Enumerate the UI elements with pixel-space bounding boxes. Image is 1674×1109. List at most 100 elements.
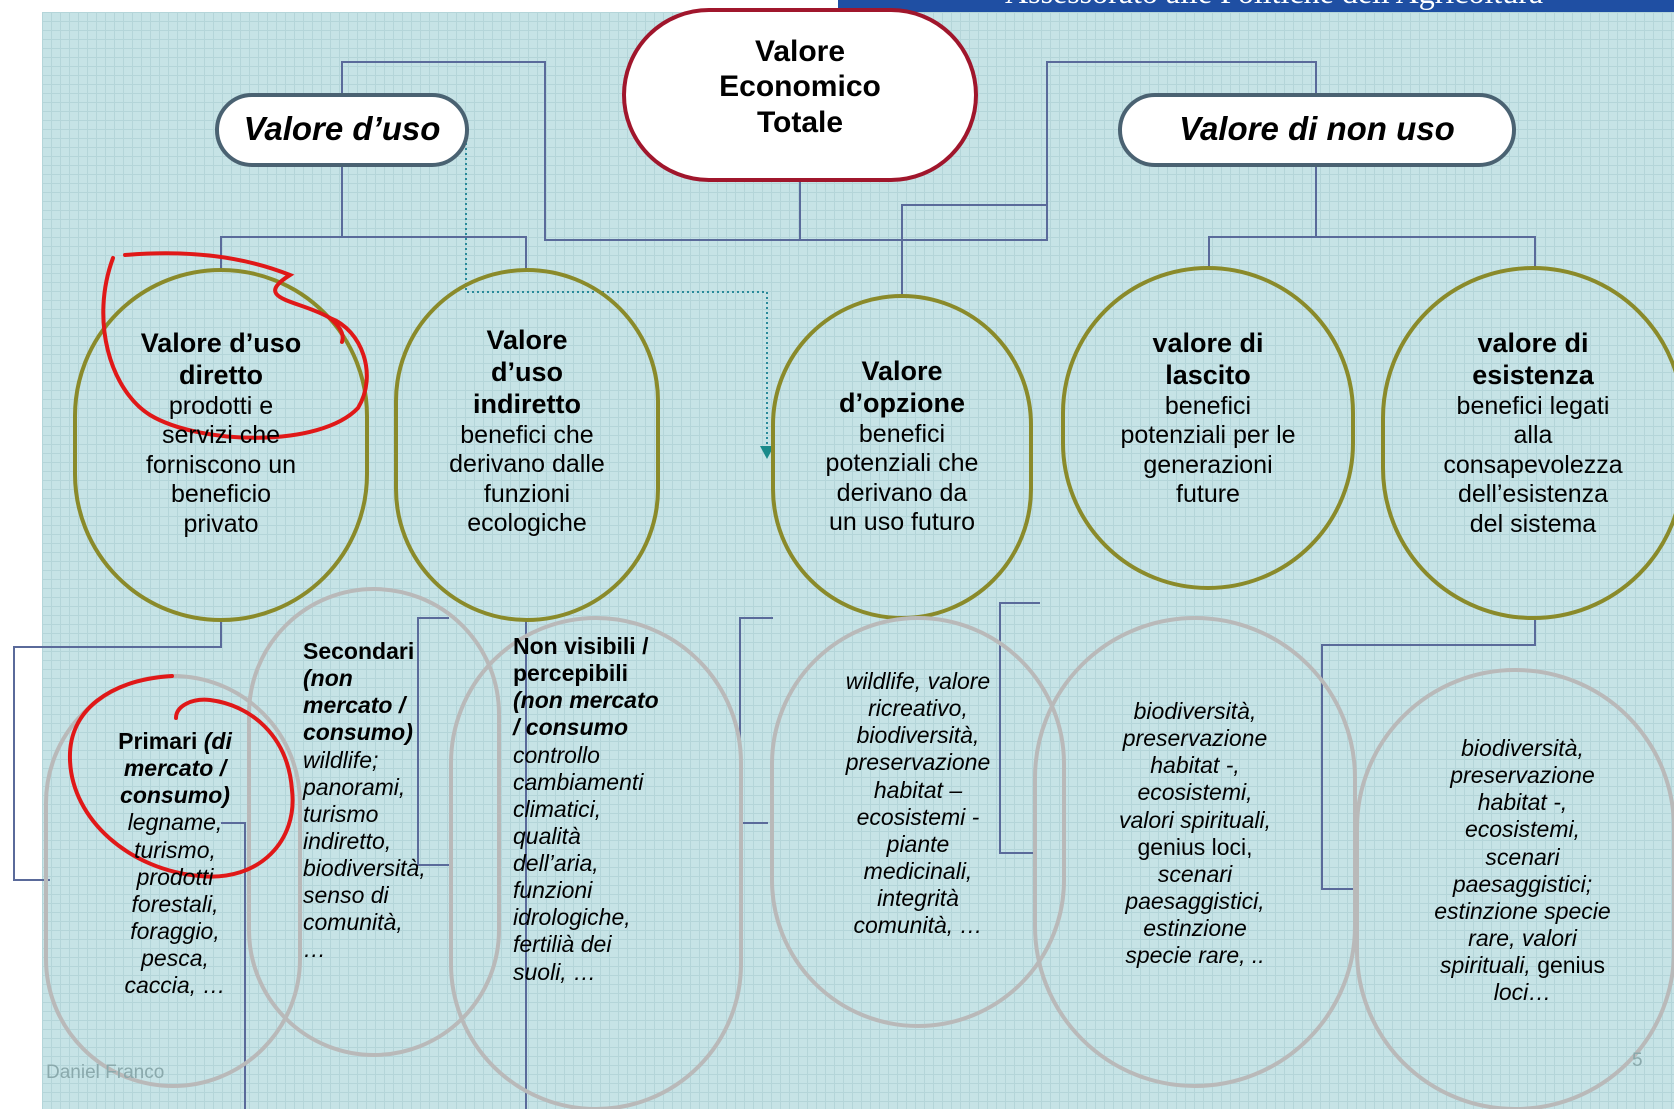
dotted-connector bbox=[465, 128, 768, 452]
page-number: 5 bbox=[1632, 1050, 1643, 1071]
bequest-value-node bbox=[1061, 266, 1355, 590]
secondari-title-4: consumo) bbox=[303, 719, 413, 746]
bequest-ex-line-2: preservazione bbox=[1122, 725, 1268, 752]
secondari-line-8: … bbox=[303, 936, 326, 963]
option-ex-line-10: comunità, … bbox=[853, 912, 983, 939]
connector-existence-ex bbox=[1321, 620, 1536, 890]
option-ex-line-5: habitat – bbox=[873, 776, 963, 803]
existence-value-node bbox=[1381, 266, 1674, 620]
nonvisibili-title-4: / consumo bbox=[513, 714, 629, 741]
option-examples-text: wildlife, valore ricreativo, biodiversit… bbox=[820, 668, 1016, 939]
direct-desc-4: beneficio bbox=[170, 480, 272, 509]
nonvisibili-title-3: (non mercato bbox=[513, 687, 659, 714]
bequest-desc-1: benefici bbox=[1164, 391, 1252, 420]
bequest-ex-line-10: specie rare, .. bbox=[1125, 942, 1265, 969]
bequest-ex-line-6: genius loci, bbox=[1137, 833, 1253, 860]
connector-primari-line bbox=[221, 822, 246, 1109]
bequest-title-2: lascito bbox=[1165, 359, 1251, 390]
secondari-line-1: wildlife; bbox=[303, 746, 379, 773]
option-desc-3: derivano da bbox=[836, 478, 968, 507]
existence-ex-line-2: preservazione bbox=[1450, 762, 1595, 789]
existence-examples-text: biodiversità, preservazione habitat -, e… bbox=[1410, 735, 1635, 1006]
option-desc-1: benefici bbox=[858, 419, 946, 448]
existence-desc-2: alla bbox=[1513, 421, 1553, 450]
nonvisibili-line-3: climatici, bbox=[513, 795, 602, 822]
bequest-ex-line-4: ecosistemi, bbox=[1137, 779, 1253, 806]
secondari-node bbox=[247, 587, 501, 1057]
option-title-2: d’opzione bbox=[839, 387, 965, 418]
connector-option-ex bbox=[739, 617, 773, 824]
direct-title-2: diretto bbox=[179, 359, 263, 390]
category-nonuse-label: Valore di non uso bbox=[1179, 110, 1455, 147]
bequest-desc-4: future bbox=[1176, 480, 1240, 509]
direct-use-node bbox=[73, 268, 369, 622]
secondari-title-1: Secondari bbox=[303, 638, 415, 664]
connector-root-nonuse bbox=[800, 61, 1317, 241]
root-label: Valore Economico Totale bbox=[650, 34, 950, 140]
annotation-tick-direct bbox=[328, 316, 345, 344]
secondari-line-7: comunità, bbox=[303, 909, 403, 936]
category-use-node bbox=[215, 93, 469, 167]
nonvisibili-line-7: idrologiche, bbox=[513, 904, 631, 931]
primari-line-5: foraggio, bbox=[130, 917, 220, 944]
existence-ex-line-6: paesaggistici; bbox=[1452, 870, 1593, 897]
indirect-title-1: Valore bbox=[486, 325, 568, 355]
category-nonuse-node bbox=[1118, 93, 1516, 167]
existence-title-2: esistenza bbox=[1472, 359, 1594, 390]
bequest-value-text: valore di lascito benefici potenziali pe… bbox=[1063, 328, 1353, 510]
nonvisibili-line-8: fertilià dei bbox=[513, 931, 612, 958]
annotation-circle-direct bbox=[101, 251, 369, 440]
secondari-line-5: biodiversità, bbox=[303, 855, 426, 881]
bequest-title-1: valore di bbox=[1152, 328, 1264, 358]
bequest-ex-line-3: habitat -, bbox=[1150, 752, 1240, 779]
header-title: Assessorato alle Politiche dell'Agricolt… bbox=[1005, 0, 1674, 10]
secondari-line-6: senso di bbox=[303, 882, 389, 909]
secondari-line-4: indiretto, bbox=[303, 827, 392, 854]
root-line-2: Economico bbox=[719, 70, 881, 104]
existence-desc-4: dell’esistenza bbox=[1457, 480, 1609, 509]
option-desc-2: potenziali che bbox=[825, 449, 979, 478]
bequest-ex-line-8: paesaggistici, bbox=[1125, 887, 1265, 914]
red-annotation-marks bbox=[67, 251, 369, 879]
existence-ex-line-8: rare, valori bbox=[1468, 924, 1577, 951]
option-ex-line-3: biodiversità, bbox=[856, 722, 980, 749]
bequest-ex-line-5: valori spirituali, bbox=[1118, 806, 1272, 833]
connector-nonuse-existence bbox=[1316, 236, 1536, 268]
existence-ex-line-3: habitat -, bbox=[1477, 789, 1568, 816]
connector-bequest-ex bbox=[999, 602, 1040, 854]
primari-line-6: pesca, bbox=[141, 945, 209, 971]
nonvisibili-line-6: funzioni bbox=[513, 877, 593, 904]
option-title-1: Valore bbox=[861, 356, 943, 386]
primari-title-1: Primari bbox=[118, 728, 198, 754]
secondari-line-3: turismo bbox=[303, 800, 379, 827]
root-line-1: Valore bbox=[754, 35, 846, 68]
primari-title-3: consumo) bbox=[120, 782, 230, 809]
existence-title-1: valore di bbox=[1477, 328, 1589, 358]
nonvisibili-line-9: suoli, … bbox=[513, 958, 597, 985]
existence-desc-3: consapevolezza bbox=[1443, 450, 1623, 479]
indirect-use-text: Valore d’uso indiretto benefici che deri… bbox=[396, 325, 658, 539]
existence-ex-line-9: spirituali, bbox=[1440, 952, 1531, 978]
indirect-desc-2: derivano dalle bbox=[449, 450, 605, 479]
primari-line-1: legname, bbox=[127, 809, 223, 836]
root-node bbox=[622, 8, 978, 182]
indirect-title-2: d’uso bbox=[491, 356, 563, 387]
footer-author: Daniel Franco bbox=[46, 1062, 165, 1083]
direct-title-1: Valore d’uso bbox=[140, 328, 302, 358]
option-ex-line-9: integrità bbox=[877, 885, 959, 911]
primari-line-2: turismo, bbox=[134, 836, 216, 863]
direct-desc-2: servizi che bbox=[161, 421, 281, 450]
nonvisibili-line-5: dell’aria, bbox=[513, 850, 599, 876]
secondari-title-2: (non bbox=[303, 665, 353, 692]
primari-title-2: mercato / bbox=[123, 755, 227, 782]
nonvisibili-node bbox=[449, 616, 743, 1109]
bequest-ex-line-7: scenari bbox=[1157, 860, 1233, 887]
existence-value-text: valore di esistenza benefici legati alla… bbox=[1383, 328, 1674, 539]
existence-ex-line-5: scenari bbox=[1485, 843, 1560, 870]
header-bar bbox=[838, 0, 1674, 12]
existence-desc-1: benefici legati bbox=[1456, 391, 1610, 420]
category-use-label: Valore d’uso bbox=[243, 110, 441, 147]
option-ex-line-4: preservazione bbox=[845, 749, 991, 776]
existence-ex-line-10: loci… bbox=[1493, 979, 1552, 1006]
arrow-head-icon bbox=[760, 446, 774, 459]
